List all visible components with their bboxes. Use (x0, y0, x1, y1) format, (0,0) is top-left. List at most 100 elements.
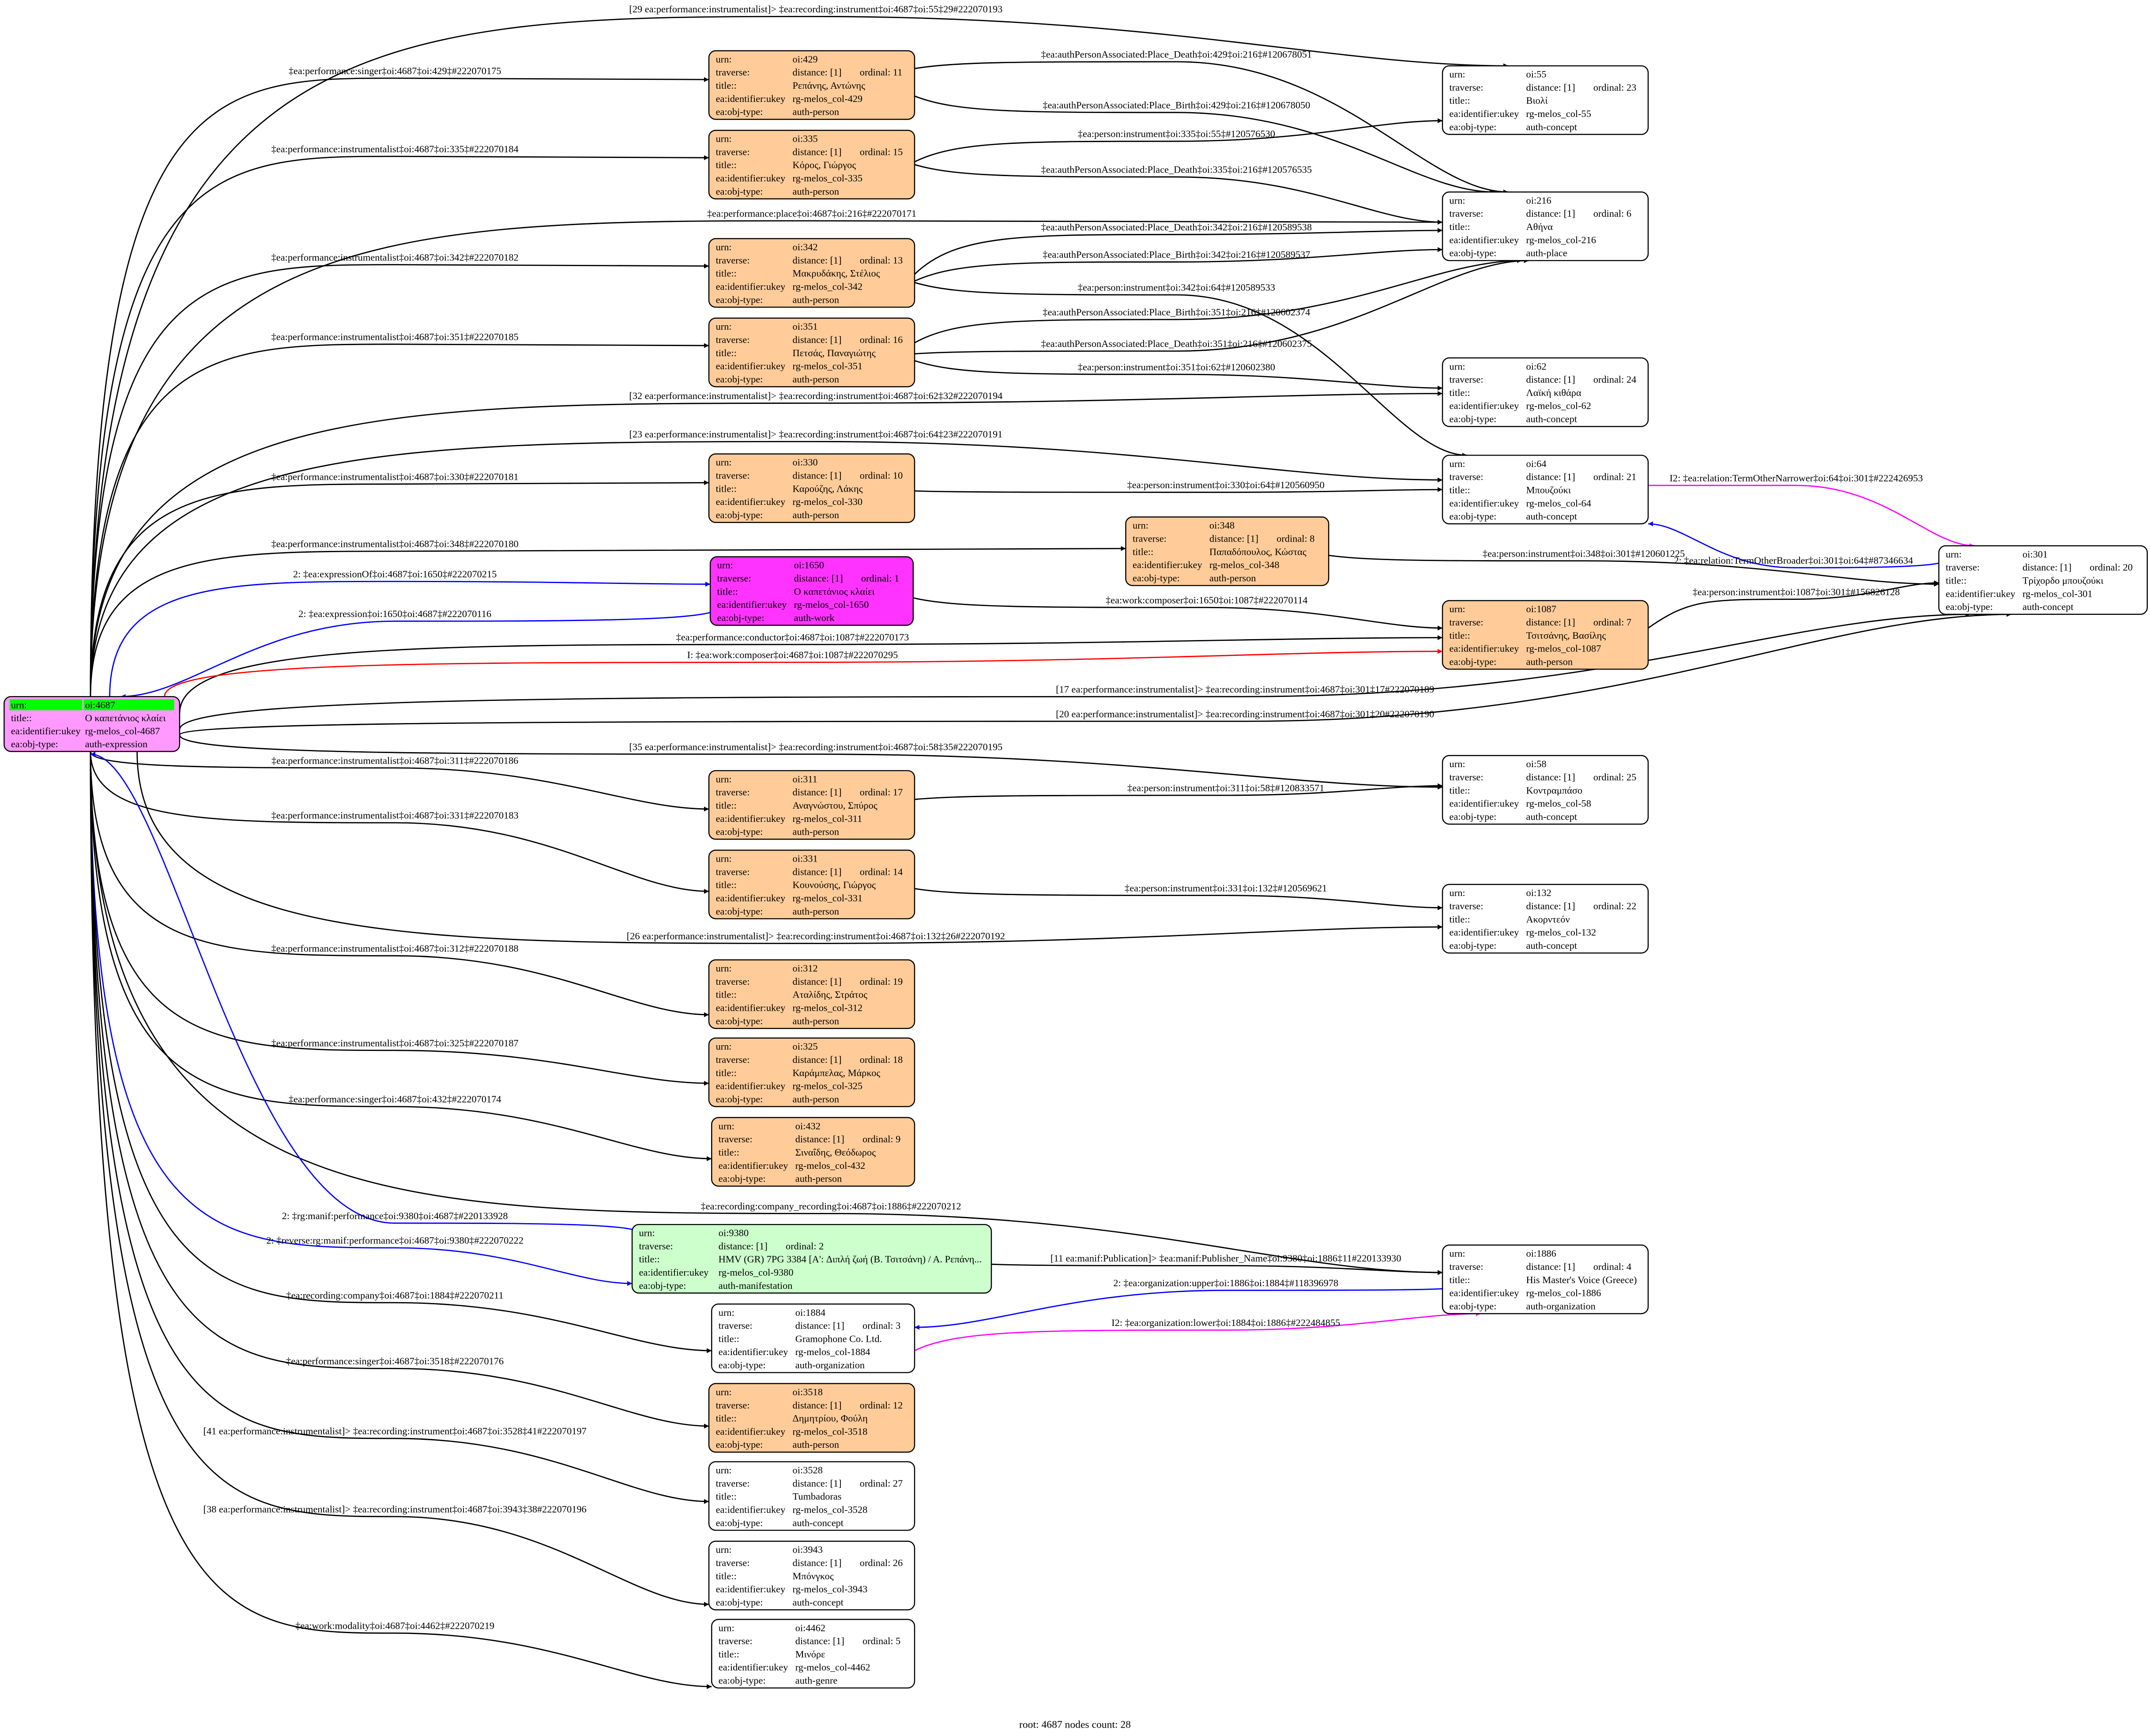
edge-line (90, 751, 709, 812)
edge: 2: ‡ea:relation:TermOtherBroader‡oi:301‡… (1648, 521, 1949, 569)
node-urn-value: oi:3518 (793, 1386, 823, 1397)
node-box (631, 1224, 992, 1294)
node-title-value: Αναγνώστου, Σπύρος (793, 800, 877, 811)
node-field-label: traverse: (717, 573, 751, 584)
node-title-value: Ο καπετάνιος κλαίει (85, 712, 166, 723)
node-field-label: traverse: (1450, 471, 1484, 482)
node-field-label: ea:identifier:ukey (1450, 108, 1520, 119)
node-traverse-value: distance: [1] (795, 1133, 844, 1145)
node-field-label: urn: (716, 457, 732, 468)
node-ordinal-value: ordinal: 1 (861, 573, 899, 584)
edge-label: [38 ea:performance:instrumentalist]> ‡ea… (203, 1504, 587, 1515)
node-ukey-value: rg-melos_col-1884 (795, 1346, 870, 1357)
edge: ‡ea:person:instrument‡oi:335‡oi:55‡#1205… (914, 118, 1443, 162)
node-type-value: auth-place (1526, 248, 1567, 259)
edge: ‡ea:authPersonAssociated:Place_Death‡oi:… (914, 222, 1443, 275)
node-urn-value: oi:351 (793, 321, 818, 332)
node-urn-value: oi:4462 (795, 1622, 825, 1633)
node-box (708, 453, 915, 523)
edge-line (90, 480, 709, 697)
node-ukey-value: rg-melos_col-331 (793, 892, 863, 904)
node-ukey-value: rg-melos_col-4687 (85, 726, 160, 737)
edge-line (179, 612, 2012, 735)
node-field-label: ea:identifier:ukey (1946, 588, 2016, 599)
node-field-label: title:: (1450, 785, 1470, 796)
node-field-label: traverse: (716, 866, 750, 877)
node-box (1442, 455, 1649, 525)
node-field-label: traverse: (716, 146, 750, 157)
node-ordinal-value: ordinal: 11 (860, 67, 903, 78)
node-field-label: ea:identifier:ukey (716, 173, 786, 184)
node-ordinal-value: ordinal: 7 (1593, 617, 1631, 628)
node-field-label: ea:obj-type: (716, 294, 763, 305)
edge: [11 ea:manif:Publication]> ‡ea:manif:Pub… (991, 1253, 1443, 1275)
edge: [23 ea:performance:instrumentalist]> ‡ea… (90, 429, 1443, 697)
node-box (711, 1117, 915, 1187)
node-field-label: traverse: (1450, 82, 1484, 93)
node-field-label: urn: (716, 773, 732, 784)
node-traverse-value: distance: [1] (793, 255, 842, 266)
node-box (1442, 65, 1649, 135)
node-field-label: ea:obj-type: (719, 1359, 766, 1371)
edge: [17 ea:performance:instrumentalist]> ‡ea… (179, 612, 1971, 730)
node-type-value: auth-person (793, 1093, 840, 1104)
node-title-value: Μπόνγκος (793, 1570, 834, 1582)
node-type-value: auth-concept (1526, 811, 1578, 822)
node-title-value: Αθήνα (1526, 221, 1553, 232)
node-field-label: ea:identifier:ukey (716, 813, 786, 824)
node-box (708, 50, 915, 120)
node-urn-value: oi:330 (793, 457, 818, 468)
node-box (711, 1619, 915, 1689)
edge: ‡ea:authPersonAssociated:Place_Death‡oi:… (914, 49, 1509, 195)
node-field-label: title:: (716, 879, 737, 890)
edge-label: ‡ea:performance:instrumentalist‡oi:4687‡… (271, 1037, 519, 1048)
edge-label: ‡ea:performance:singer‡oi:4687‡oi:3518‡#… (286, 1356, 504, 1367)
node-field-label: ea:obj-type: (1450, 940, 1497, 951)
edge: 2: ‡ea:expressionOf‡oi:4687‡oi:1650‡#222… (109, 569, 711, 697)
node-field-label: traverse: (716, 787, 750, 798)
node-field-label: urn: (716, 1465, 732, 1476)
node-field-label: traverse: (1450, 1261, 1484, 1272)
edge-label: ‡ea:performance:instrumentalist‡oi:4687‡… (271, 331, 519, 342)
edge: ‡ea:person:instrument‡oi:311‡oi:58‡#1208… (914, 783, 1443, 800)
node-ukey-value: rg-melos_col-216 (1526, 234, 1596, 245)
node-urn-value: oi:335 (793, 133, 818, 144)
node-traverse-value: distance: [1] (793, 470, 842, 481)
node-field-label: ea:identifier:ukey (716, 1426, 786, 1437)
edge: [35 ea:performance:instrumentalist]> ‡ea… (179, 734, 1443, 790)
edge-label: 2: ‡rg:manif:performance‡oi:9380‡oi:4687… (282, 1210, 508, 1221)
edge-label: 2: ‡ea:relation:TermOtherBroader‡oi:301‡… (1674, 555, 1913, 566)
node-urn-value: oi:312 (793, 963, 818, 974)
node-title-value: Σιναΐδης, Θεόδωρος (795, 1147, 876, 1158)
node-field-label: traverse: (716, 1557, 750, 1568)
edge-label: ‡ea:performance:singer‡oi:4687‡oi:432‡#2… (289, 1094, 501, 1105)
